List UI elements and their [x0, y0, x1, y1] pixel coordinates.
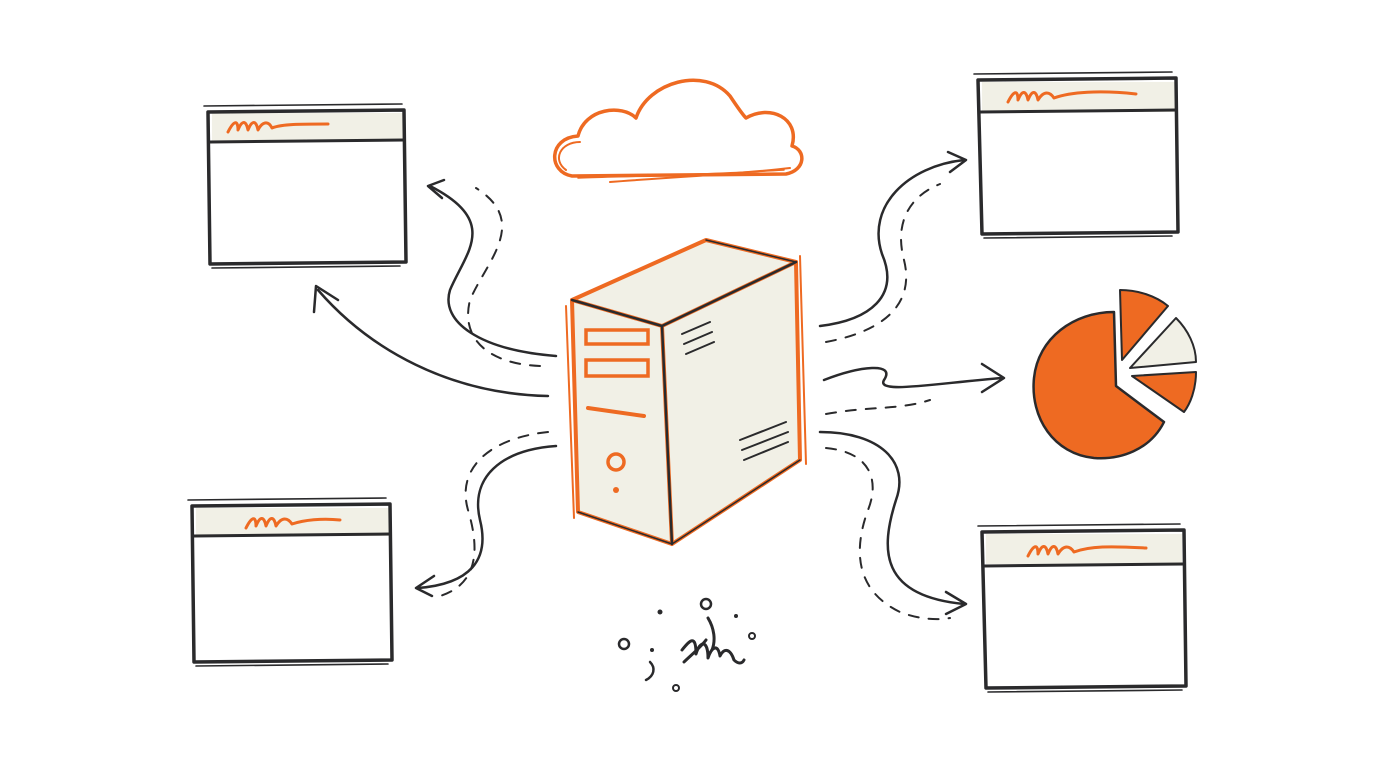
drive-bay-2	[584, 358, 650, 378]
window-title-scribble	[1006, 90, 1138, 104]
connector-to-window-bottom-right	[818, 430, 968, 621]
connector-to-pie-chart	[822, 362, 1006, 415]
pie-chart-icon	[1032, 289, 1197, 460]
connector-to-window-top-right	[818, 150, 968, 343]
drive-bay-1	[584, 328, 650, 346]
connector-to-window-top-left	[312, 178, 558, 398]
window-bottom-left	[187, 497, 394, 667]
window-bottom-right	[977, 523, 1188, 693]
cloud-icon	[553, 78, 804, 183]
window-top-right	[973, 71, 1180, 239]
doodle-scribble-icon	[617, 597, 756, 692]
window-title-scribble	[1026, 545, 1148, 558]
power-button-icon	[606, 452, 626, 472]
server-tower-icon	[565, 238, 807, 546]
window-title-scribble	[244, 517, 342, 530]
status-led-icon	[613, 487, 619, 493]
window-title-scribble	[226, 121, 330, 134]
connector-to-window-bottom-left	[414, 431, 558, 598]
window-top-left	[203, 103, 408, 269]
